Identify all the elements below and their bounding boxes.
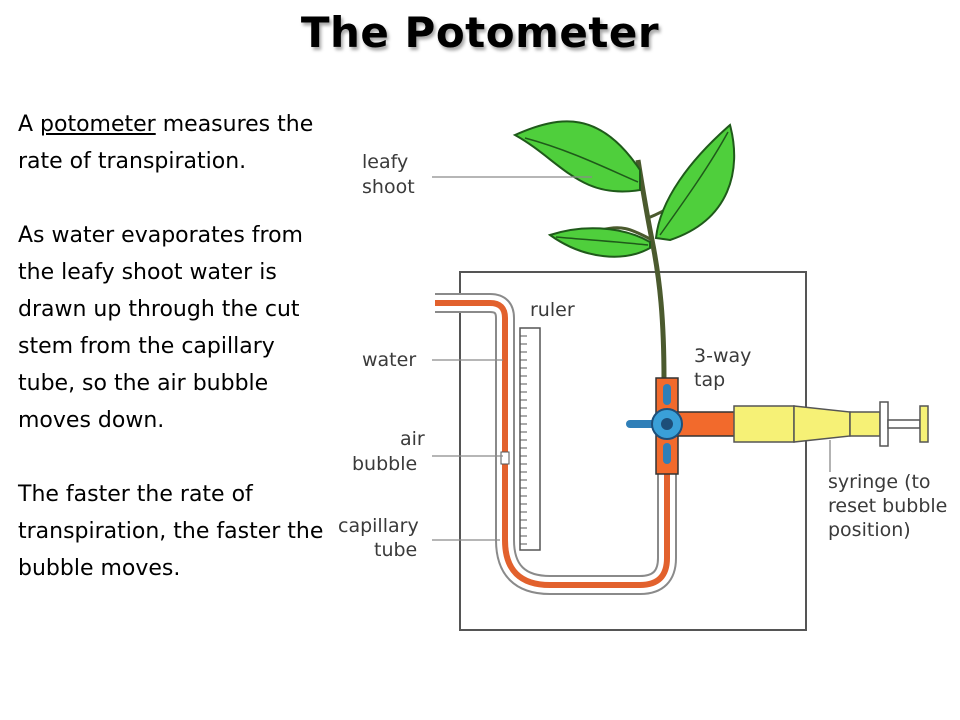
term-potometer: potometer [40,112,156,137]
label-3-way: 3-way [694,345,751,367]
label-bubble: bubble [352,453,417,475]
explanation-text: A potometer measures the rate of transpi… [18,106,338,587]
paragraph-mechanism: As water evaporates from the leafy shoot… [18,223,303,433]
paragraph-rate: The faster the rate of transpiration, th… [18,482,324,581]
label-capillary: capillary [338,515,419,537]
page-title: The Potometer [300,8,660,57]
label-water: water [362,349,416,371]
label-syringe-2: reset bubble [828,495,947,517]
label-ruler: ruler [530,299,575,321]
label-leafy: leafy [362,151,408,173]
three-way-tap [626,377,737,475]
air-bubble [500,451,510,465]
stem [635,159,667,381]
capillary-tube [435,293,677,595]
label-shoot: shoot [362,176,415,198]
label-syringe-1: syringe (to [828,471,931,493]
syringe [733,401,929,447]
label-air: air [400,428,425,450]
potometer-diagram: leafy shoot ruler water air bubble capil… [330,90,960,650]
leafy-shoot [512,120,736,258]
label-tube: tube [374,539,417,561]
paragraph-definition: A potometer measures the rate of transpi… [18,112,314,174]
ruler [519,327,541,551]
label-tap: tap [694,369,725,391]
label-syringe-3: position) [828,519,911,541]
